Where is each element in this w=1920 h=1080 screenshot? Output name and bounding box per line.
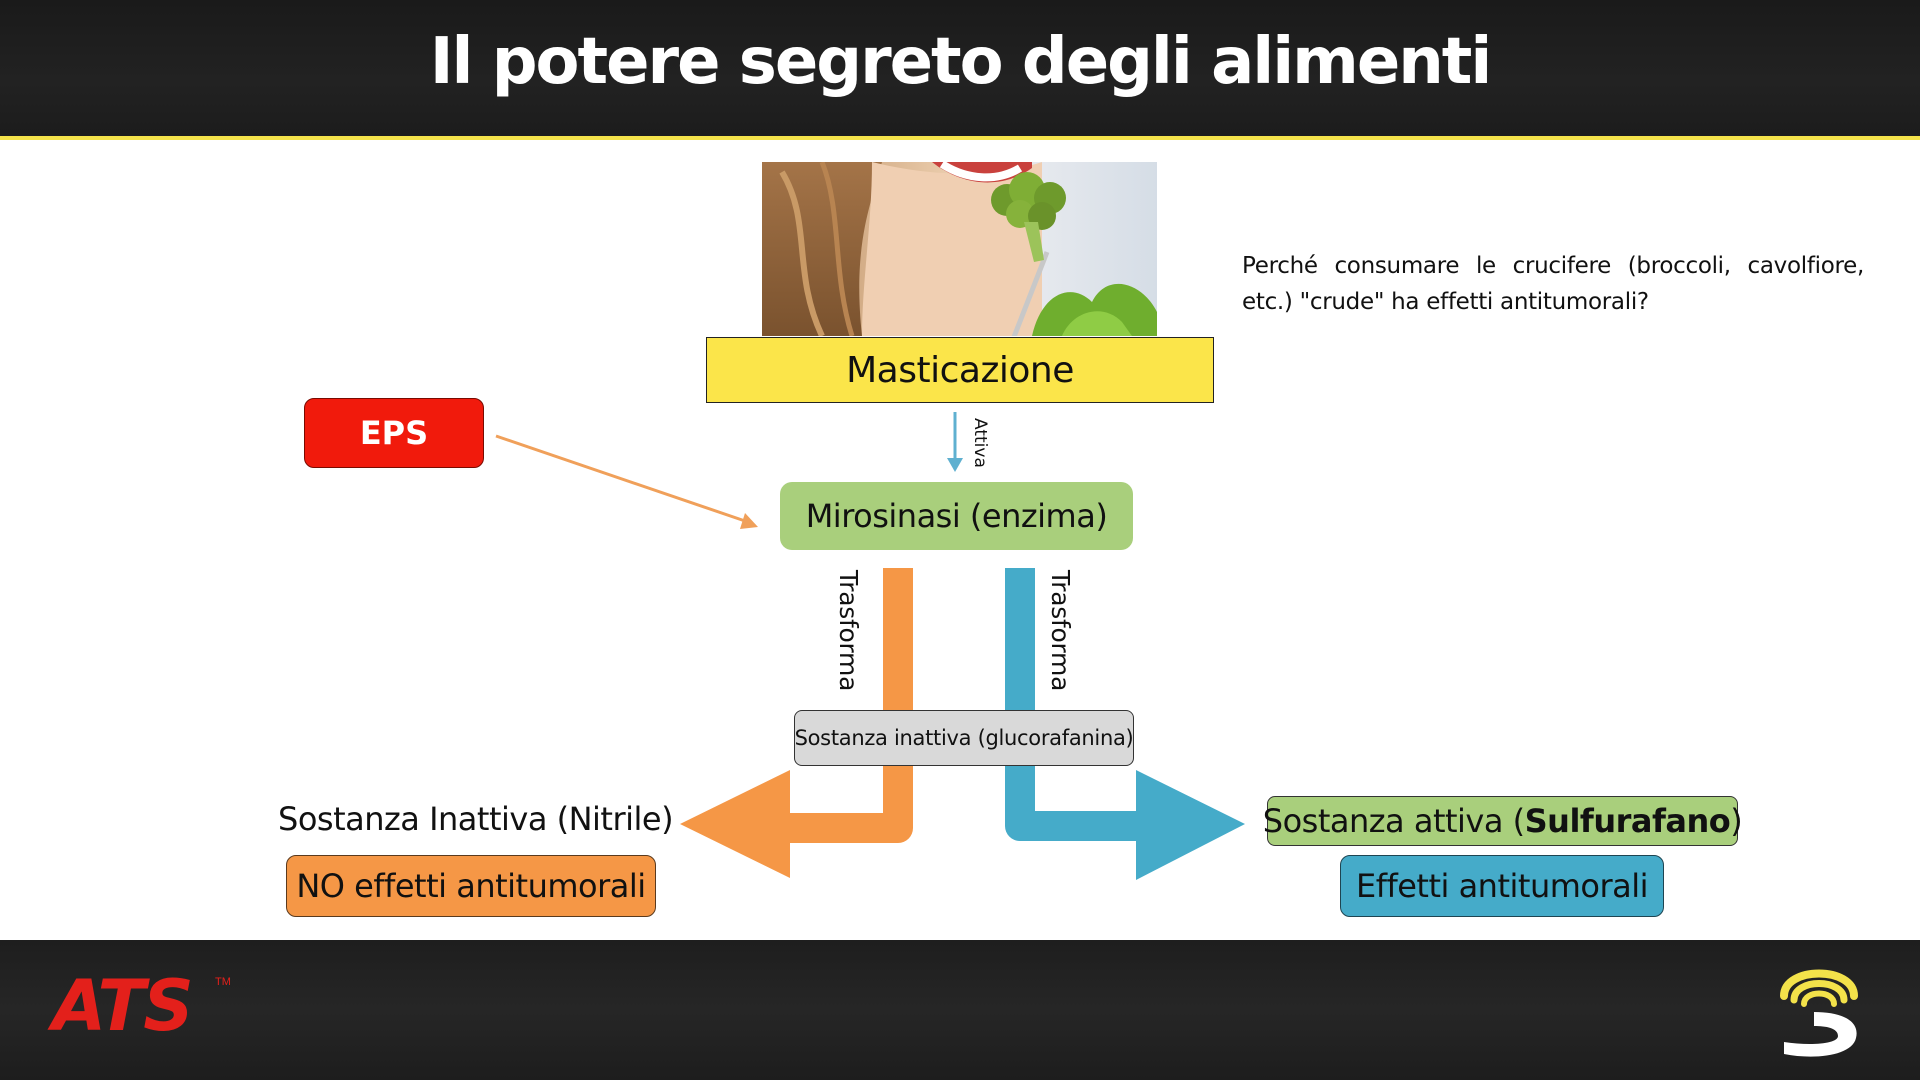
blue-big-arrowhead [1136,770,1245,880]
glucoraphanin-box: Sostanza inattiva (glucorafanina) [794,710,1134,766]
activates-label: Attiva [970,418,990,468]
ats-logo: ATS [52,965,194,1047]
ats-trademark: TM [215,976,231,988]
transforms-left-label: Trasforma [834,570,863,692]
broccoli-photo [762,162,1157,336]
nitrile-label: Sostanza Inattiva (Nitrile) [278,800,674,838]
eps-arrow [495,434,749,524]
blue-transform-path [1005,568,1138,841]
antitumor-box: Effetti antitumorali [1340,855,1664,917]
myrosinase-box: Mirosinasi (enzima) [780,482,1133,550]
active-name: Sulfurafano [1524,802,1731,840]
header-bar [0,0,1920,136]
activates-arrowhead [947,458,963,472]
s-swirl-logo-icon [1774,956,1864,1066]
footer-bar [0,940,1920,1080]
orange-big-arrowhead [680,770,790,878]
page-title: Il potere segreto degli alimenti [429,25,1493,99]
orange-transform-path [790,568,913,843]
question-text: Perché consumare le crucifere (broccoli,… [1242,253,1864,315]
mastication-box: Masticazione [706,337,1214,403]
active-suffix: ) [1730,802,1743,840]
eps-arrowhead [740,513,758,529]
active-prefix: Sostanza attiva ( [1262,802,1525,840]
no-antitumor-box: NO effetti antitumorali [286,855,656,917]
header-accent-line [0,136,1920,140]
sulforaphane-box: Sostanza attiva (Sulfurafano) [1263,796,1743,846]
eps-box: EPS [304,398,484,468]
transforms-right-label: Trasforma [1046,570,1075,692]
